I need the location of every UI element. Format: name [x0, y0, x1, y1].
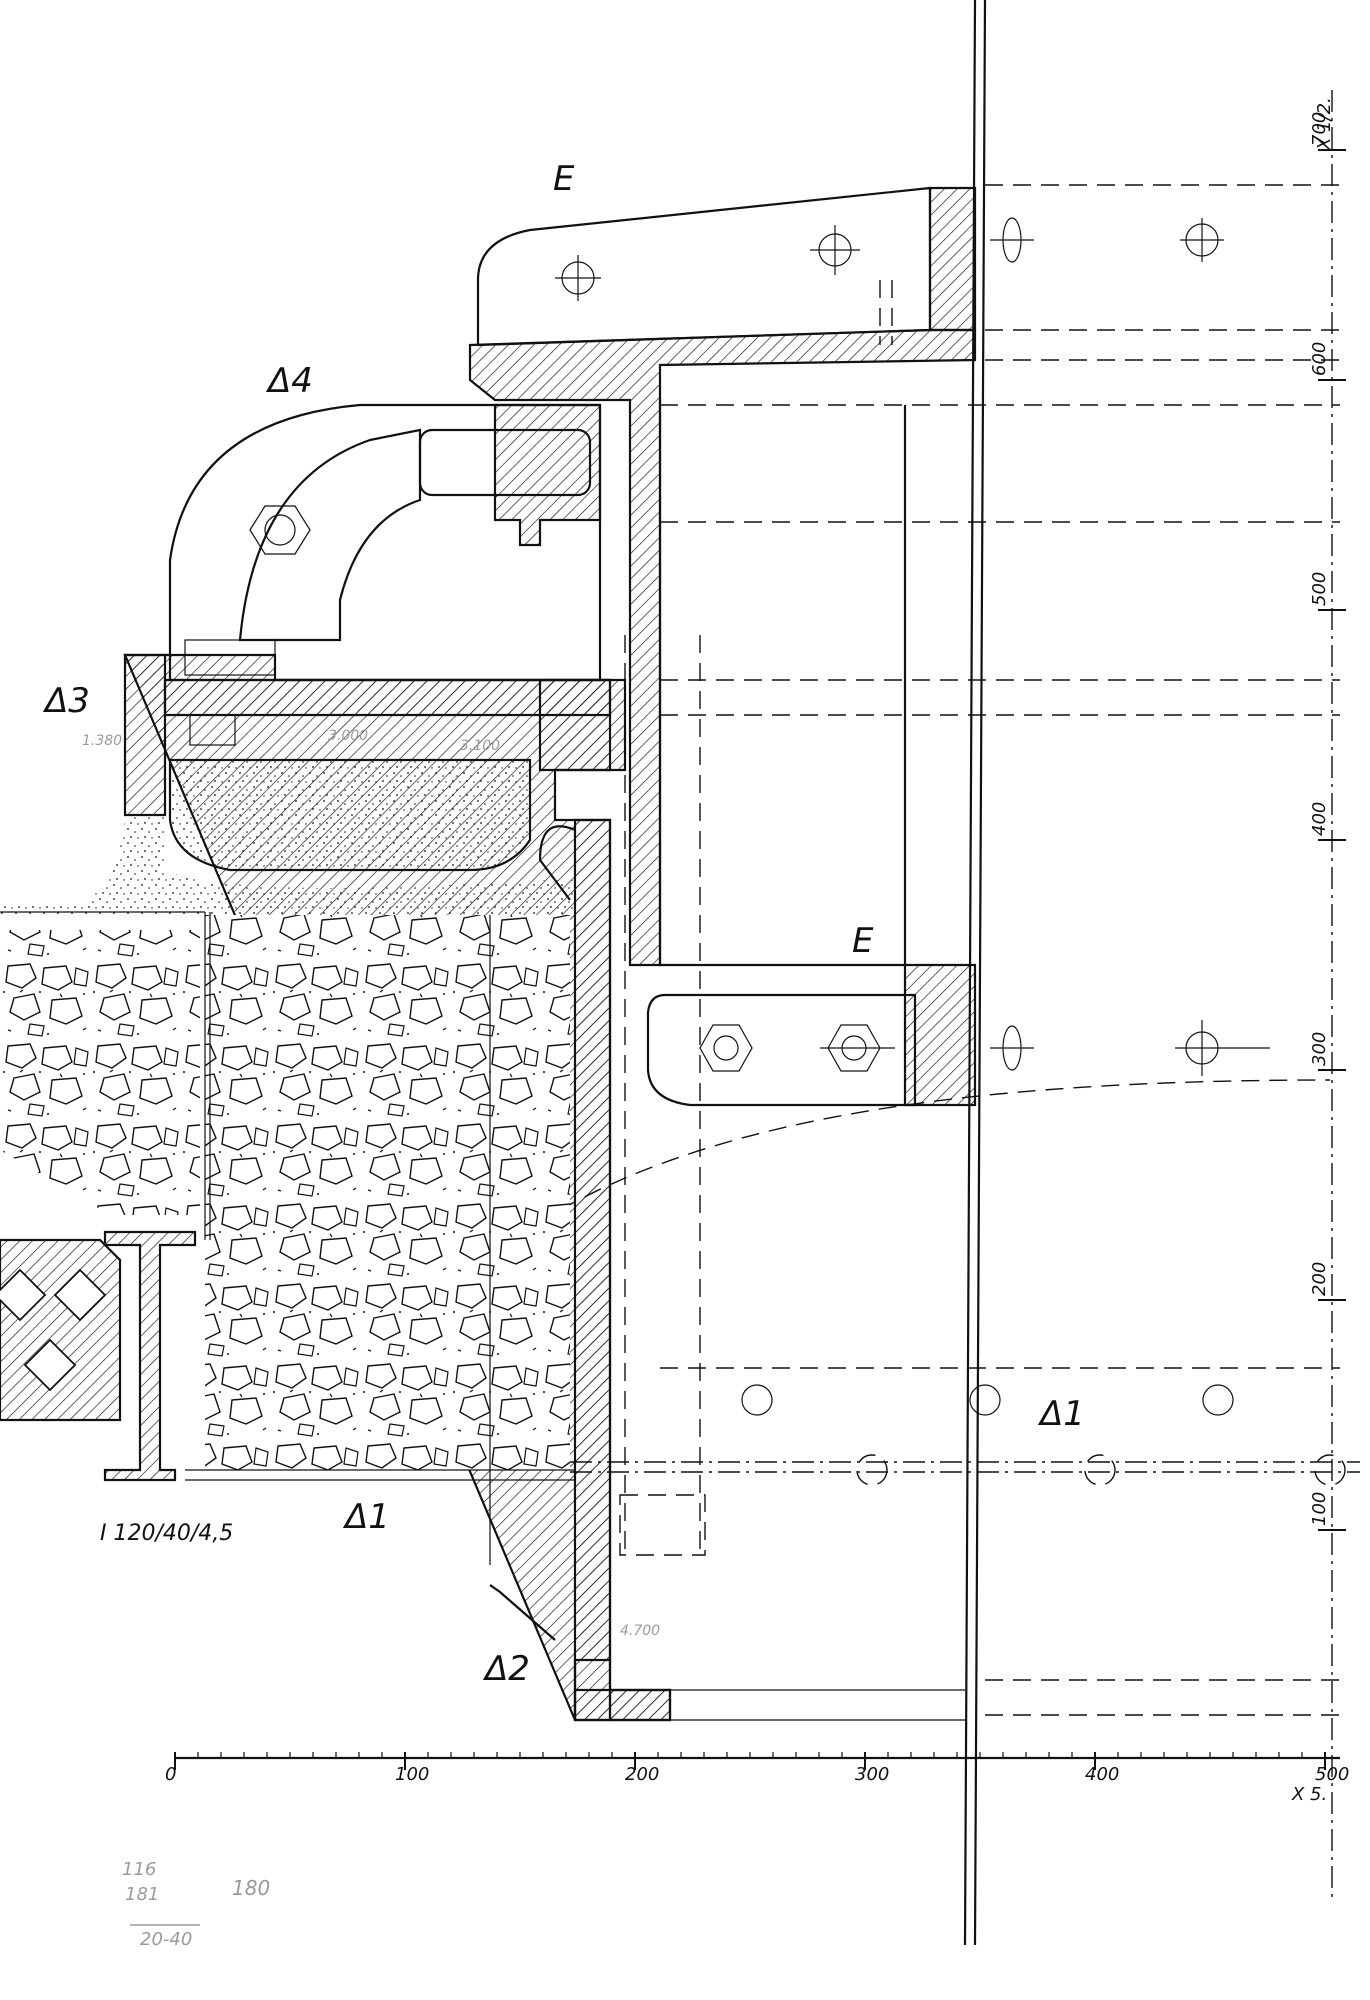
v-scale-tick-label: 100 [1309, 1492, 1330, 1526]
v-scale-unit-note: X 1/2. [1314, 97, 1335, 151]
label-e-top: E [553, 159, 575, 199]
bolt-holes-right [741, 217, 1346, 1486]
v-scale-tick-label: 500 [1309, 572, 1330, 606]
vertical-scale-bar: 100 200 300 400 500 600 700 [1309, 90, 1346, 1900]
h-scale-tick-label: 400 [1085, 1764, 1119, 1785]
v-scale-tick-label: 200 [1309, 1262, 1330, 1296]
v-scale-tick-label: 600 [1309, 342, 1330, 376]
pencil-stack-4: 180 [232, 1876, 270, 1900]
label-beam: I 120/40/4,5 [100, 1521, 233, 1546]
reference-lines [559, 184, 1360, 1716]
pencil-note-4: 4.700 [620, 1623, 660, 1639]
h-scale-tick-label: 100 [395, 1764, 429, 1785]
pencil-stack-3: 20-40 [140, 1929, 192, 1950]
pencil-stack-2: 181 [125, 1884, 159, 1905]
i-beam-section [0, 1230, 197, 1482]
pencil-note-3: 1.380 [82, 733, 122, 749]
fill-material [0, 758, 576, 1641]
inner-box-frame [658, 400, 977, 1107]
lower-bracket-e [646, 993, 917, 1107]
v-scale-tick-label: 700 [1309, 112, 1330, 146]
pencil-note-2: 3.100 [460, 738, 500, 754]
label-d3: Δ3 [42, 681, 90, 721]
h-scale-unit-note: X 5. [1291, 1784, 1327, 1805]
label-d4: Δ4 [265, 361, 313, 401]
upper-bracket-e [468, 186, 977, 967]
label-d1-bottom: Δ1 [342, 1497, 390, 1537]
pencil-stack-1: 116 [122, 1859, 156, 1880]
curved-arm-d4 [168, 403, 602, 682]
h-scale-tick-label: 0 [165, 1764, 176, 1785]
h-scale-tick-label: 200 [625, 1764, 659, 1785]
h-scale-tick-label: 300 [855, 1764, 889, 1785]
label-d1-right: Δ1 [1037, 1394, 1085, 1434]
label-e-mid: E [852, 921, 874, 961]
v-scale-tick-label: 300 [1309, 1032, 1330, 1066]
v-scale-tick-label: 400 [1309, 802, 1330, 836]
label-d2: Δ2 [482, 1649, 530, 1689]
pencil-note-1: 3.000 [328, 728, 368, 744]
